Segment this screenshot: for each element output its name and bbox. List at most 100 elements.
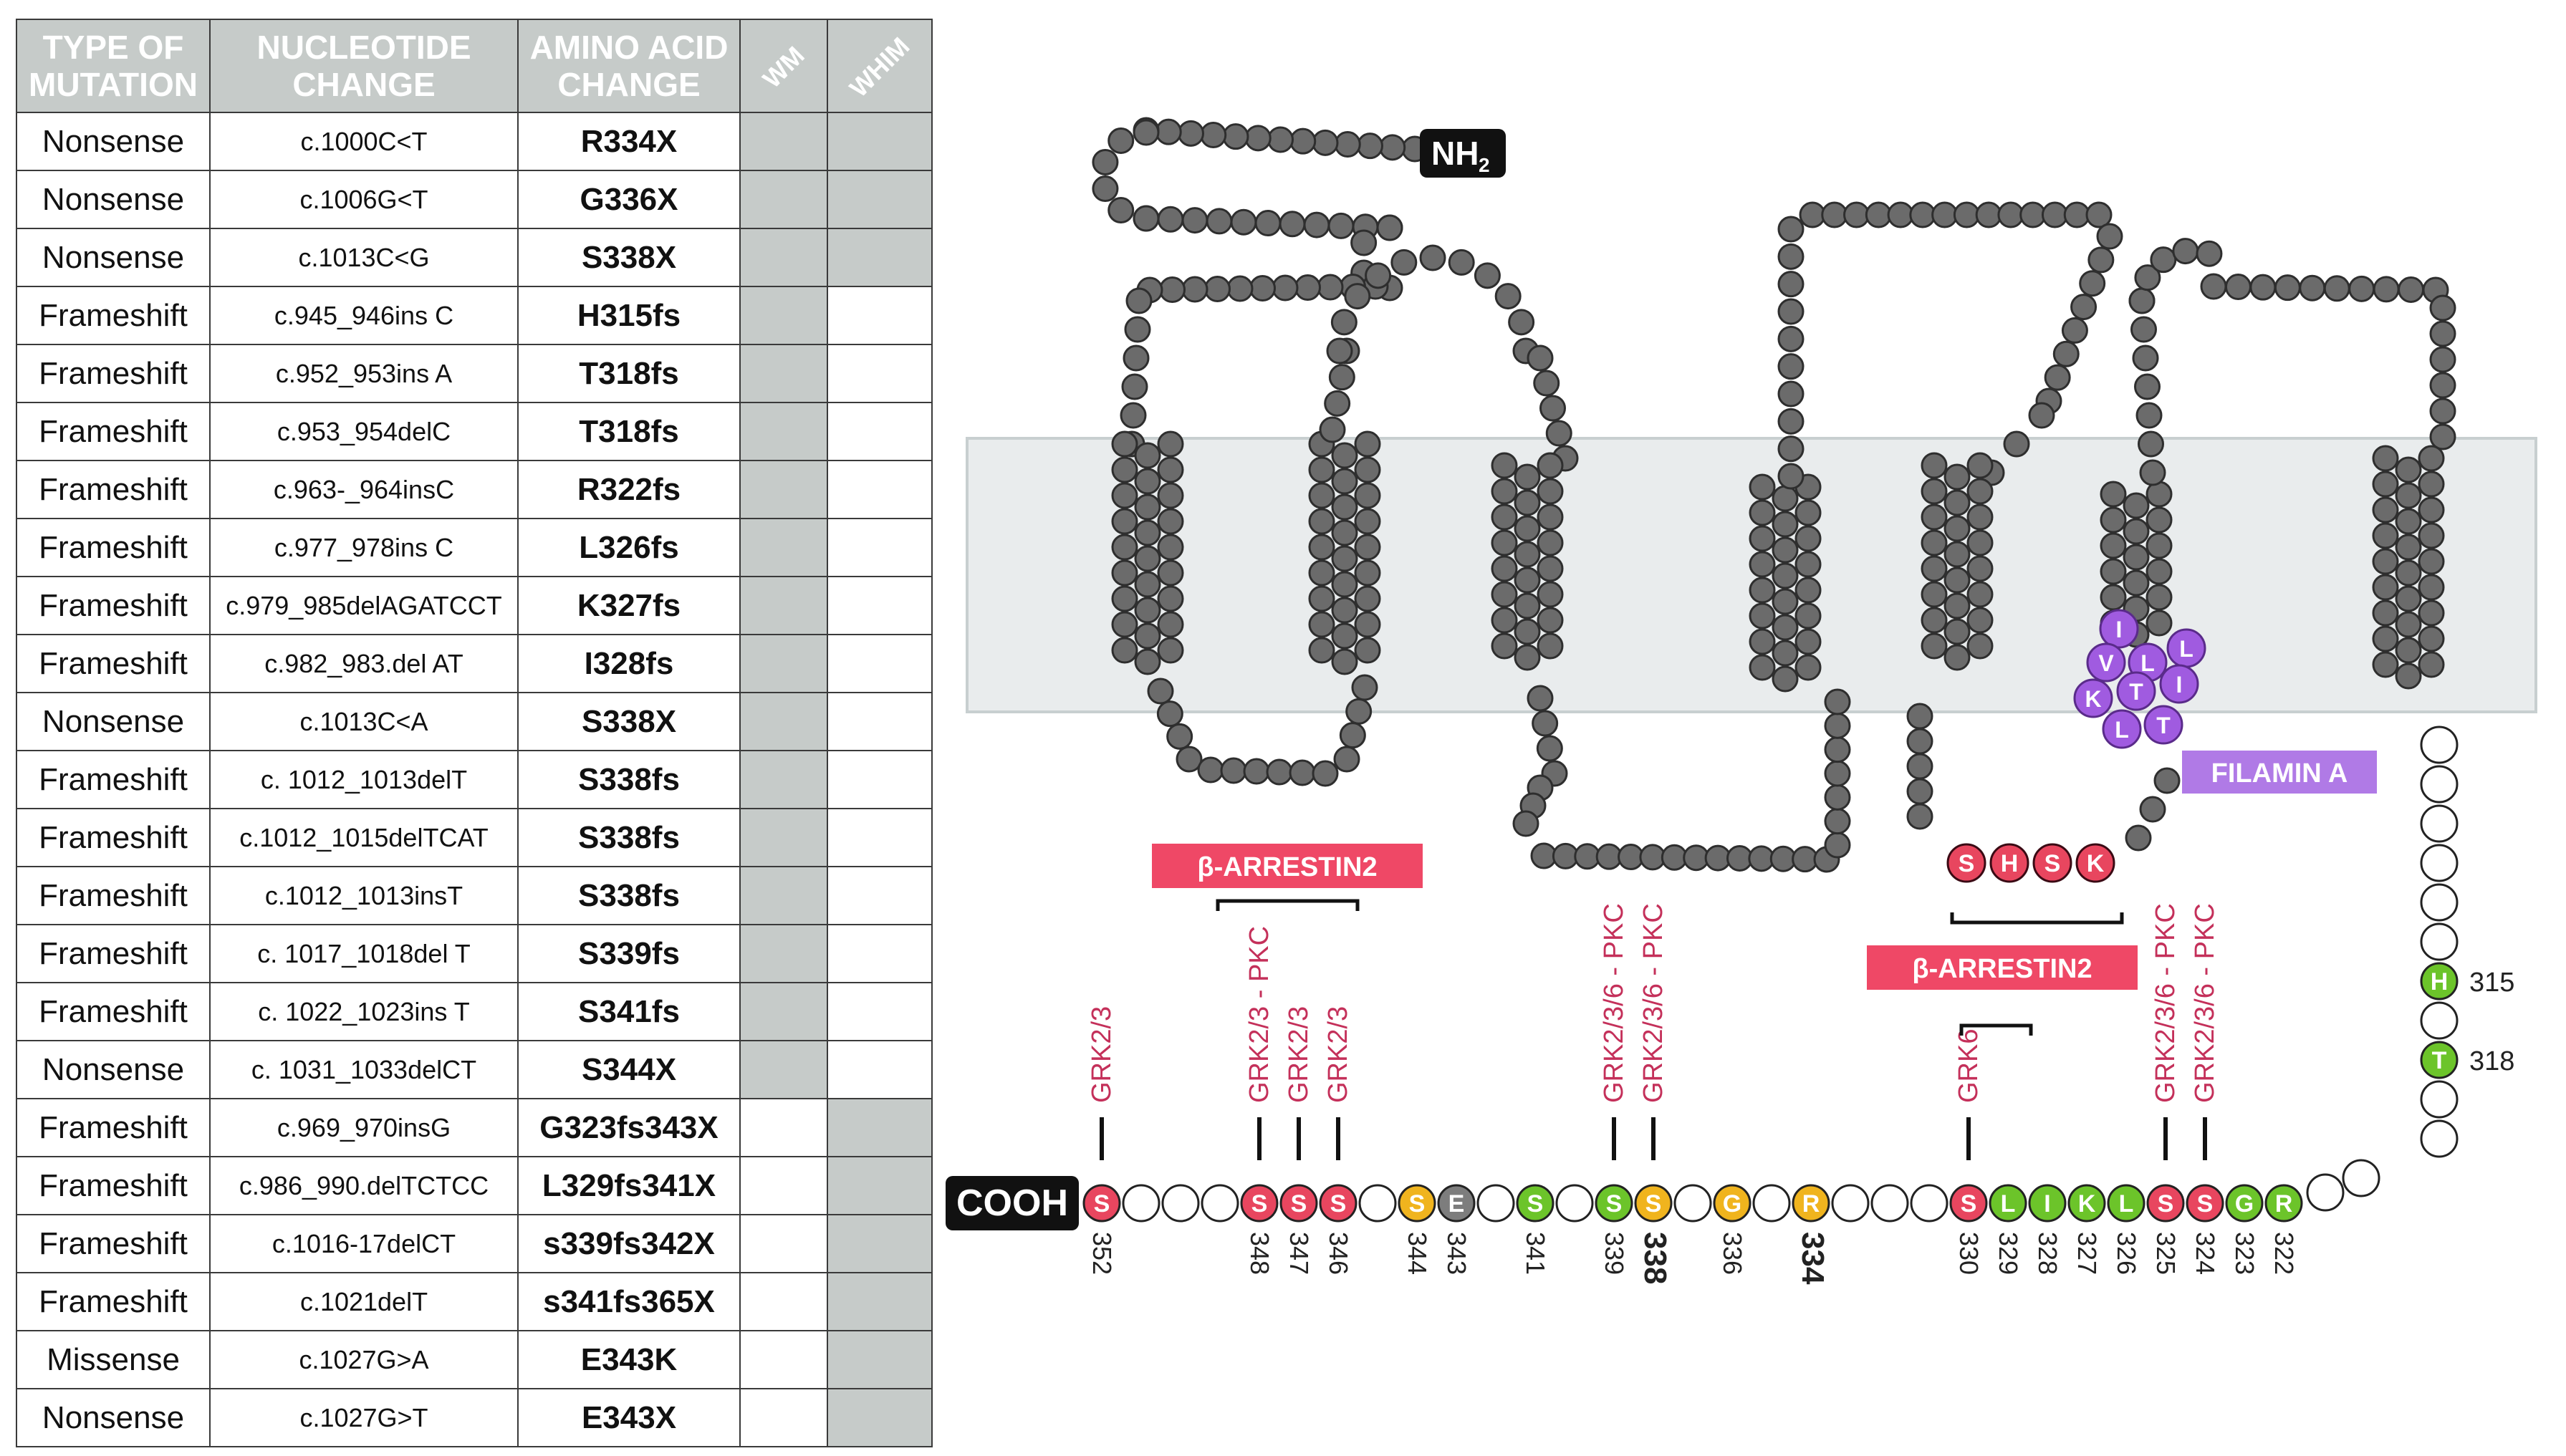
backbone-bead xyxy=(1508,309,1535,336)
backbone-bead xyxy=(1824,736,1851,763)
mutation-type-cell: Nonsense xyxy=(16,692,211,751)
amino-acid-change-cell: s341fs365X xyxy=(517,1272,741,1331)
backbone-bead xyxy=(2372,445,2399,472)
backbone-bead xyxy=(1157,585,1184,612)
backbone-bead xyxy=(2003,430,2030,458)
backbone-bead xyxy=(2100,481,2127,508)
tail-residue-letter: I xyxy=(2044,1190,2050,1218)
backbone-bead xyxy=(2224,274,2252,301)
nucleotide-change-cell: c.953_954delC xyxy=(209,402,519,461)
nucleotide-change-cell: c.963-_964insC xyxy=(209,460,519,519)
tail-residue-bead xyxy=(1989,1184,2027,1223)
backbone-bead xyxy=(1181,207,1208,234)
backbone-bead xyxy=(2145,506,2173,534)
amino-acid-change-cell: K327fs xyxy=(517,576,741,635)
tail-residue-bead xyxy=(2420,883,2459,922)
header-whim: WHIM xyxy=(827,19,933,113)
tail-residue-bead xyxy=(1279,1184,1318,1223)
backbone-bead xyxy=(2395,482,2422,509)
backbone-bead xyxy=(1327,212,1355,239)
backbone-bead xyxy=(1777,380,1805,408)
backbone-bead xyxy=(1537,503,1564,531)
tail-residue-bead xyxy=(2420,922,2459,961)
backbone-bead xyxy=(1331,442,1358,469)
backbone-bead xyxy=(1134,493,1161,521)
backbone-bead xyxy=(2395,508,2422,535)
tail-residue-number: 334 xyxy=(1795,1232,1830,1285)
backbone-bead xyxy=(1308,508,1335,535)
backbone-bead xyxy=(1134,442,1161,469)
backbone-bead xyxy=(1308,637,1335,664)
backbone-bead xyxy=(2395,585,2422,612)
mutation-type-cell: Frameshift xyxy=(16,1214,211,1273)
backbone-bead xyxy=(1931,201,1959,228)
backbone-bead xyxy=(1491,529,1518,556)
backbone-bead xyxy=(1294,274,1321,301)
backbone-bead xyxy=(1419,244,1446,271)
backbone-bead xyxy=(2044,364,2071,391)
backbone-bead xyxy=(1308,456,1335,483)
amino-acid-change-cell: T318fs xyxy=(517,402,741,461)
backbone-bead xyxy=(1111,508,1138,535)
tail-residue-bead xyxy=(1201,1184,1239,1223)
backbone-bead xyxy=(2134,264,2161,291)
backbone-bead xyxy=(2123,569,2150,597)
tail-residue-letter: S xyxy=(1961,1190,1977,1218)
backbone-bead xyxy=(1111,585,1138,612)
mutation-type-cell: Frameshift xyxy=(16,518,211,577)
tail-residue-bead xyxy=(1476,1184,1515,1223)
tail-residue-number: 336 xyxy=(1718,1232,1747,1275)
whim-marker-cell xyxy=(827,866,933,925)
backbone-bead xyxy=(1824,831,1851,859)
backbone-bead xyxy=(1354,559,1381,587)
amino-acid-change-cell: E343X xyxy=(517,1388,741,1447)
backbone-bead xyxy=(2153,767,2181,794)
amino-acid-change-cell: S339fs xyxy=(517,924,741,983)
backbone-bead xyxy=(2061,317,2088,344)
backbone-bead xyxy=(1772,588,1799,615)
backbone-bead xyxy=(2418,625,2445,652)
amino-acid-change-cell: S338fs xyxy=(517,808,741,867)
tail-residue-number: 324 xyxy=(2191,1232,2220,1275)
header-wm: WM xyxy=(739,19,828,113)
backbone-bead xyxy=(1921,503,1948,531)
backbone-bead xyxy=(1317,274,1344,301)
backbone-bead xyxy=(1134,571,1161,598)
backbone-bead xyxy=(1943,644,1971,671)
backbone-bead xyxy=(1966,607,1994,634)
backbone-bead xyxy=(1514,541,1541,568)
backbone-bead xyxy=(2429,397,2456,425)
backbone-bead xyxy=(1824,808,1851,835)
shsk-residue-letter: K xyxy=(2087,850,2105,877)
kinase-label: GRK2/3/6 - PKC xyxy=(2190,903,2220,1103)
backbone-bead xyxy=(1331,468,1358,495)
tail-residue-bead xyxy=(2225,1184,2264,1223)
backbone-bead xyxy=(1331,571,1358,598)
nucleotide-change-cell: c.982_983.del AT xyxy=(209,634,519,693)
backbone-bead xyxy=(1111,534,1138,561)
whim-marker-cell xyxy=(827,1330,933,1389)
backbone-bead xyxy=(1772,640,1799,667)
tail-residue-bead xyxy=(1595,1184,1633,1223)
amino-acid-change-cell: R322fs xyxy=(517,460,741,519)
backbone-bead xyxy=(1111,430,1138,458)
backbone-bead xyxy=(1331,493,1358,521)
backbone-bead xyxy=(1491,503,1518,531)
filamin-label-text: FILAMIN A xyxy=(2211,758,2348,789)
tail-residue-number: 341 xyxy=(1521,1232,1550,1275)
backbone-bead xyxy=(1312,760,1339,787)
filamin-residue-letter: L xyxy=(2179,636,2193,662)
backbone-bead xyxy=(1157,534,1184,561)
filamin-residue-letter: L xyxy=(2115,717,2129,743)
backbone-bead xyxy=(2145,584,2173,611)
backbone-bead xyxy=(2196,240,2223,267)
backbone-bead xyxy=(1365,262,1392,289)
